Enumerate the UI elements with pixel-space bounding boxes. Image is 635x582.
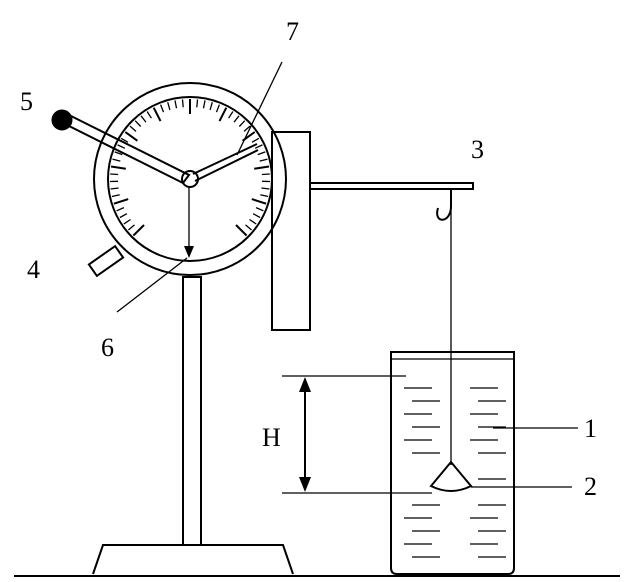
dial-tick [110,165,126,170]
dial-tick-marks [109,99,271,237]
dial-tick [117,144,126,149]
label-4: 4 [27,255,40,284]
dial-tick [113,198,129,205]
dial-tick [261,187,270,190]
dial-tick [181,99,184,108]
dial-tick [251,198,267,205]
dial-pivot [181,170,199,188]
liquid-hatching [404,387,506,558]
mounting-plate [271,131,311,331]
dial-tick [146,111,152,119]
stand-base [92,544,294,575]
dial-tick [120,137,129,143]
dial-tick [114,151,123,156]
dial-tick [249,218,257,225]
h-arrow-bottom [299,477,311,492]
dial-tick [259,158,268,162]
label-3: 3 [471,135,484,164]
dial-tick [152,107,162,122]
dial-tick [261,173,270,176]
dial-tick [251,137,260,143]
dial-outer-rim [93,82,287,276]
h-arrow-top [299,377,311,392]
beaker [390,351,515,575]
dial-tick [228,111,234,119]
dial-tick [254,144,263,149]
dial-tick [254,165,270,170]
label-6: 6 [101,333,114,362]
dial-tick [233,115,240,123]
dial-face [107,96,273,262]
dial-tick [255,207,264,212]
dial-tick [174,100,178,109]
hook [436,189,452,221]
stand-post [182,276,202,546]
dial-tick [202,100,206,109]
dial-tick [252,213,261,219]
dial-tick [132,224,145,237]
label-1: 1 [584,414,597,443]
dial-tick [123,218,131,225]
dial-tick [110,187,119,190]
label-7: 7 [286,17,299,46]
dial-tick [167,102,171,111]
label-2: 2 [584,472,597,501]
dial-tick [116,207,125,212]
dial-tick [215,104,221,113]
dial-tick [159,104,165,113]
leader-6 [116,257,188,313]
cone-body [429,460,473,492]
dial-tick [218,107,228,122]
leader-7 [236,61,283,156]
dial-tick [196,99,199,108]
label-H: H [262,423,281,452]
dial-tick [243,125,251,132]
dial-tick [238,120,246,127]
side-clamp-knob [87,244,125,278]
dial-tick [260,194,269,198]
dial-hand-upper-edge [192,143,258,175]
pointer-arrowhead [184,246,194,258]
dial-tick [112,158,121,162]
dial-tick [140,115,147,123]
label-5: 5 [20,87,33,116]
dial-tick [111,194,120,198]
dial-tick [245,224,253,231]
lever-knob [51,109,73,131]
dial-hand-lower-edge [194,149,259,182]
dial-tick [235,224,248,237]
horizontal-arm [309,182,474,190]
dial-tick [134,120,142,127]
dial-tick [119,213,128,219]
dial-tick [257,151,266,156]
dial-tick [124,131,138,142]
dial-tick [110,173,119,176]
dial-tick [209,102,213,111]
dial-tick [127,224,135,231]
dial-tick [129,125,137,132]
